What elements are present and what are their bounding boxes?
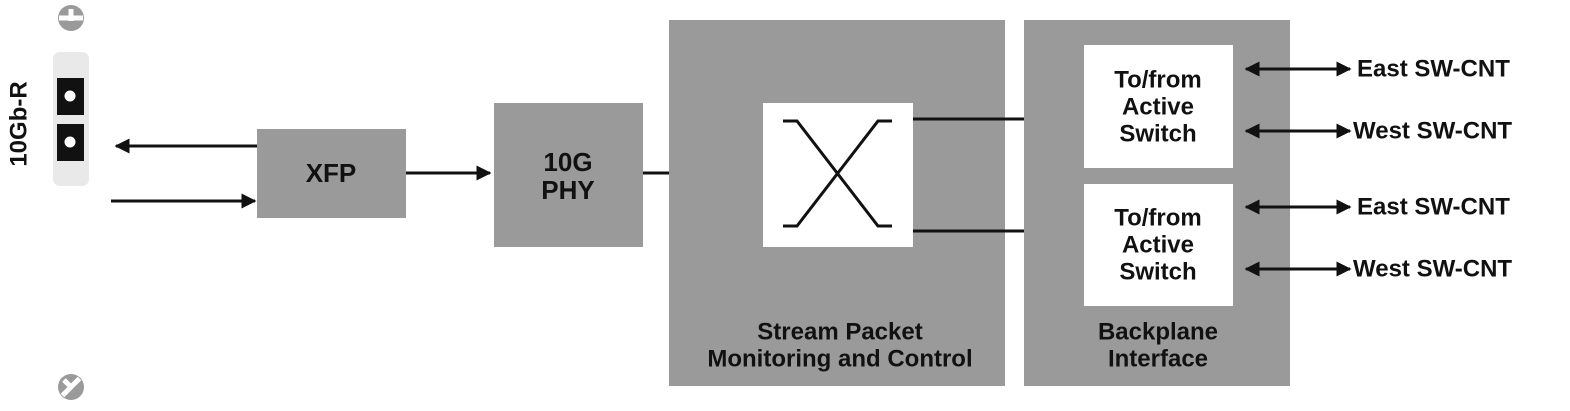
phy-block: 10G PHY (494, 103, 643, 247)
spmc-label-line1: Stream Packet (757, 319, 922, 346)
switch-box-2-line1: To/from (1114, 205, 1202, 232)
east-link-2-label: East SW-CNT (1357, 194, 1510, 221)
port-panel (53, 52, 89, 186)
faceplate: 10Gb-R (6, 5, 89, 400)
crossbar-switch (763, 103, 913, 247)
xfp-block: XFP (257, 129, 406, 218)
xfp-label: XFP (306, 158, 357, 188)
switch-box-1-line2: Active (1122, 94, 1194, 121)
backplane-label-line1: Backplane (1098, 319, 1218, 346)
switch-box-1-line3: Switch (1119, 121, 1196, 148)
phy-label-line1: 10G (543, 147, 592, 177)
top-screw-icon (58, 5, 84, 31)
spmc-label-line2: Monitoring and Control (707, 346, 972, 373)
switch-box-2-line3: Switch (1119, 259, 1196, 286)
west-link-1-label: West SW-CNT (1353, 118, 1512, 145)
crossbar-switch-icon (783, 119, 892, 228)
switch-box-2-line2: Active (1122, 232, 1194, 259)
east-link-1-label: East SW-CNT (1357, 56, 1510, 83)
port-connector-icon (57, 78, 84, 161)
port-label: 10Gb-R (6, 81, 33, 166)
phy-label-line2: PHY (541, 175, 594, 205)
bottom-screw-icon (58, 374, 84, 400)
active-switch-box-2: To/from Active Switch (1084, 184, 1233, 306)
backplane-label-line2: Interface (1108, 346, 1208, 373)
active-switch-box-1: To/from Active Switch (1084, 45, 1233, 168)
switch-box-1-line1: To/from (1114, 67, 1202, 94)
west-link-2-label: West SW-CNT (1353, 256, 1512, 283)
